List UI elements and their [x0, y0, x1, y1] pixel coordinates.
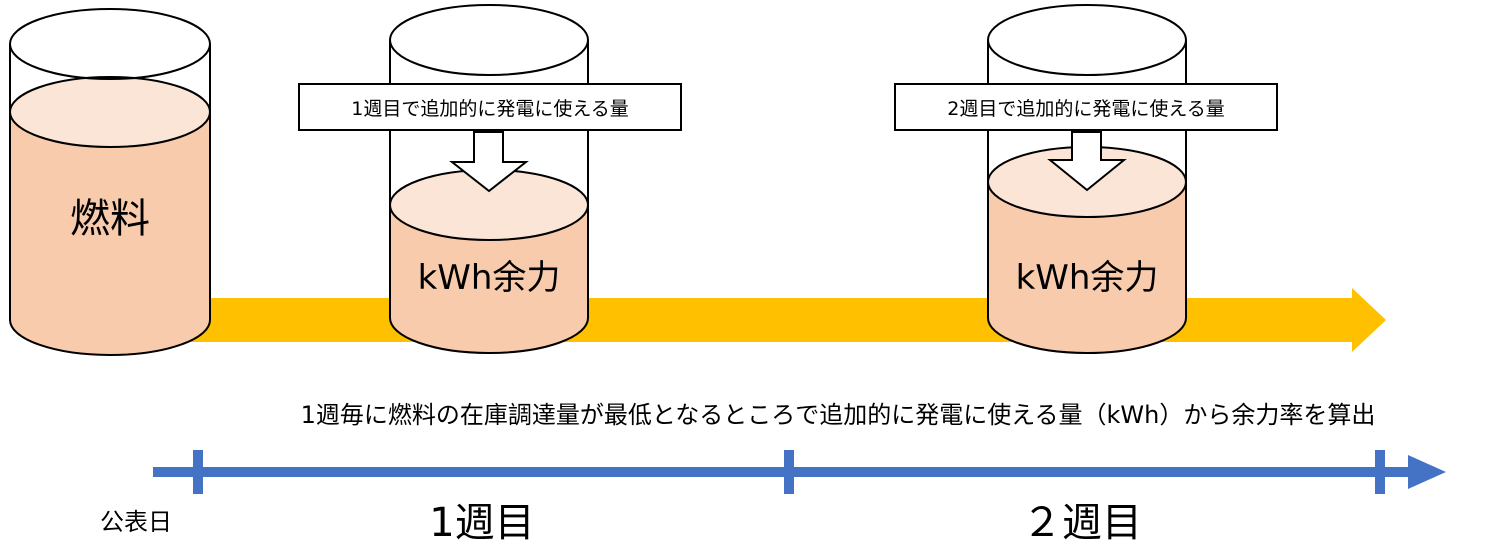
fuel-tank-label: 燃料 [70, 196, 150, 242]
week1-tank: 1週目で追加的に発電に使える量 kWh余力 [298, 4, 682, 354]
timeline-tick [784, 450, 794, 494]
week1-kwh-label: kWh余力 [418, 258, 561, 298]
caption: 1週毎に燃料の在庫調達量が最低となるところで追加的に発電に使える量（kWh）から… [301, 401, 1376, 429]
timeline-start-label: 公表日 [100, 508, 172, 536]
week1-callout-label: 1週目で追加的に発電に使える量 [351, 98, 629, 120]
week2-kwh-label: kWh余力 [1016, 258, 1159, 298]
timeline-week1-label: 1週目 [429, 500, 534, 542]
flow-arrow [150, 288, 1386, 352]
week1-callout-box [298, 83, 682, 131]
week2-callout-label: 2週目で追加的に発電に使える量 [947, 98, 1225, 120]
timeline [153, 450, 1446, 494]
week2-tank: 2週目で追加的に発電に使える量 kWh余力 [894, 4, 1278, 354]
timeline-week2-label: ２週目 [1022, 500, 1142, 542]
week2-callout-box [894, 83, 1278, 131]
fuel-tank: 燃料 [9, 8, 211, 356]
down-arrow-icon [449, 131, 529, 193]
down-arrow-icon [1047, 131, 1127, 192]
timeline-tick [193, 450, 203, 494]
timeline-tick [1375, 450, 1385, 494]
